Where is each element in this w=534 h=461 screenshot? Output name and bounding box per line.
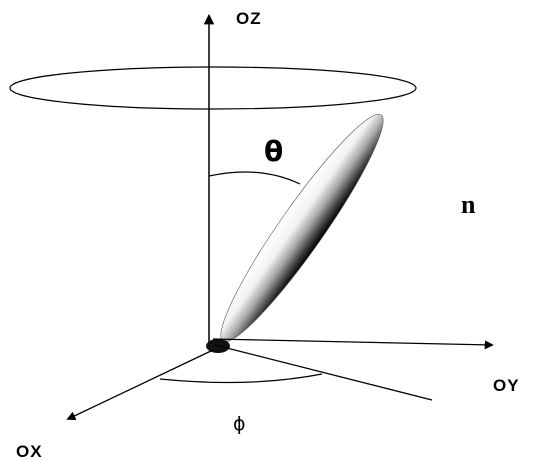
y-axis-label: OY	[493, 376, 520, 395]
x-axis-label: OX	[16, 442, 43, 461]
precession-cone-ellipse	[9, 66, 417, 110]
projection-line	[214, 344, 433, 401]
director-rod	[220, 113, 384, 343]
phi-label: ϕ	[233, 413, 246, 435]
director-label: n	[461, 190, 476, 219]
x-axis-line	[66, 349, 214, 420]
phi-angle-arc	[159, 373, 323, 384]
z-axis-label: OZ	[236, 9, 262, 28]
y-axis-line	[212, 338, 494, 350]
theta-angle-arc	[208, 171, 301, 185]
theta-label: θ	[264, 135, 283, 168]
